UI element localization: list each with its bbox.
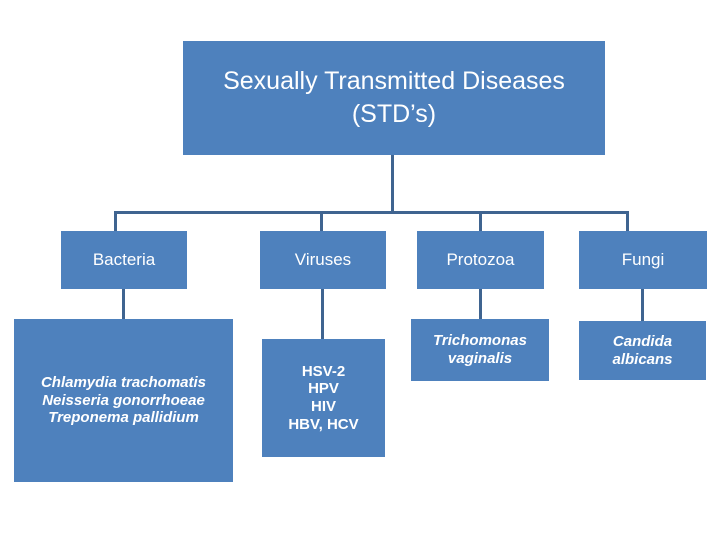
examples-label-bacteria: Chlamydia trachomatis Neisseria gonorrho… xyxy=(40,373,207,427)
connector-bar-to-protozoa xyxy=(479,211,482,232)
connector-viruses-to-examples xyxy=(321,289,324,339)
connector-root-stem xyxy=(391,155,394,212)
examples-node-fungi[interactable]: Candida albicans xyxy=(579,321,706,380)
connector-distribution-bar xyxy=(114,211,629,214)
category-node-viruses[interactable]: Viruses xyxy=(260,231,386,289)
category-label-viruses: Viruses xyxy=(294,249,352,269)
connector-bacteria-to-examples xyxy=(122,289,125,319)
examples-label-protozoa: Trichomonas vaginalis xyxy=(433,332,527,367)
examples-node-viruses[interactable]: HSV-2 HPV HIV HBV, HCV xyxy=(262,339,385,457)
category-node-protozoa[interactable]: Protozoa xyxy=(417,231,544,289)
category-node-fungi[interactable]: Fungi xyxy=(579,231,707,289)
connector-fungi-to-examples xyxy=(641,289,644,321)
root-node-std[interactable]: Sexually Transmitted Diseases (STD’s) xyxy=(183,41,605,155)
category-label-bacteria: Bacteria xyxy=(92,249,156,269)
connector-bar-to-bacteria xyxy=(114,211,117,232)
connector-protozoa-to-examples xyxy=(479,289,482,319)
examples-node-bacteria[interactable]: Chlamydia trachomatis Neisseria gonorrho… xyxy=(14,319,233,482)
examples-label-fungi: Candida albicans xyxy=(612,332,673,368)
root-node-label: Sexually Transmitted Diseases (STD’s) xyxy=(223,67,565,128)
category-label-protozoa: Protozoa xyxy=(446,249,515,269)
connector-bar-to-fungi xyxy=(626,211,629,232)
examples-label-viruses: HSV-2 HPV HIV HBV, HCV xyxy=(288,362,359,433)
examples-node-protozoa[interactable]: Trichomonas vaginalis xyxy=(411,319,549,381)
category-node-bacteria[interactable]: Bacteria xyxy=(61,231,187,289)
category-label-fungi: Fungi xyxy=(621,249,665,269)
connector-bar-to-viruses xyxy=(320,211,323,232)
